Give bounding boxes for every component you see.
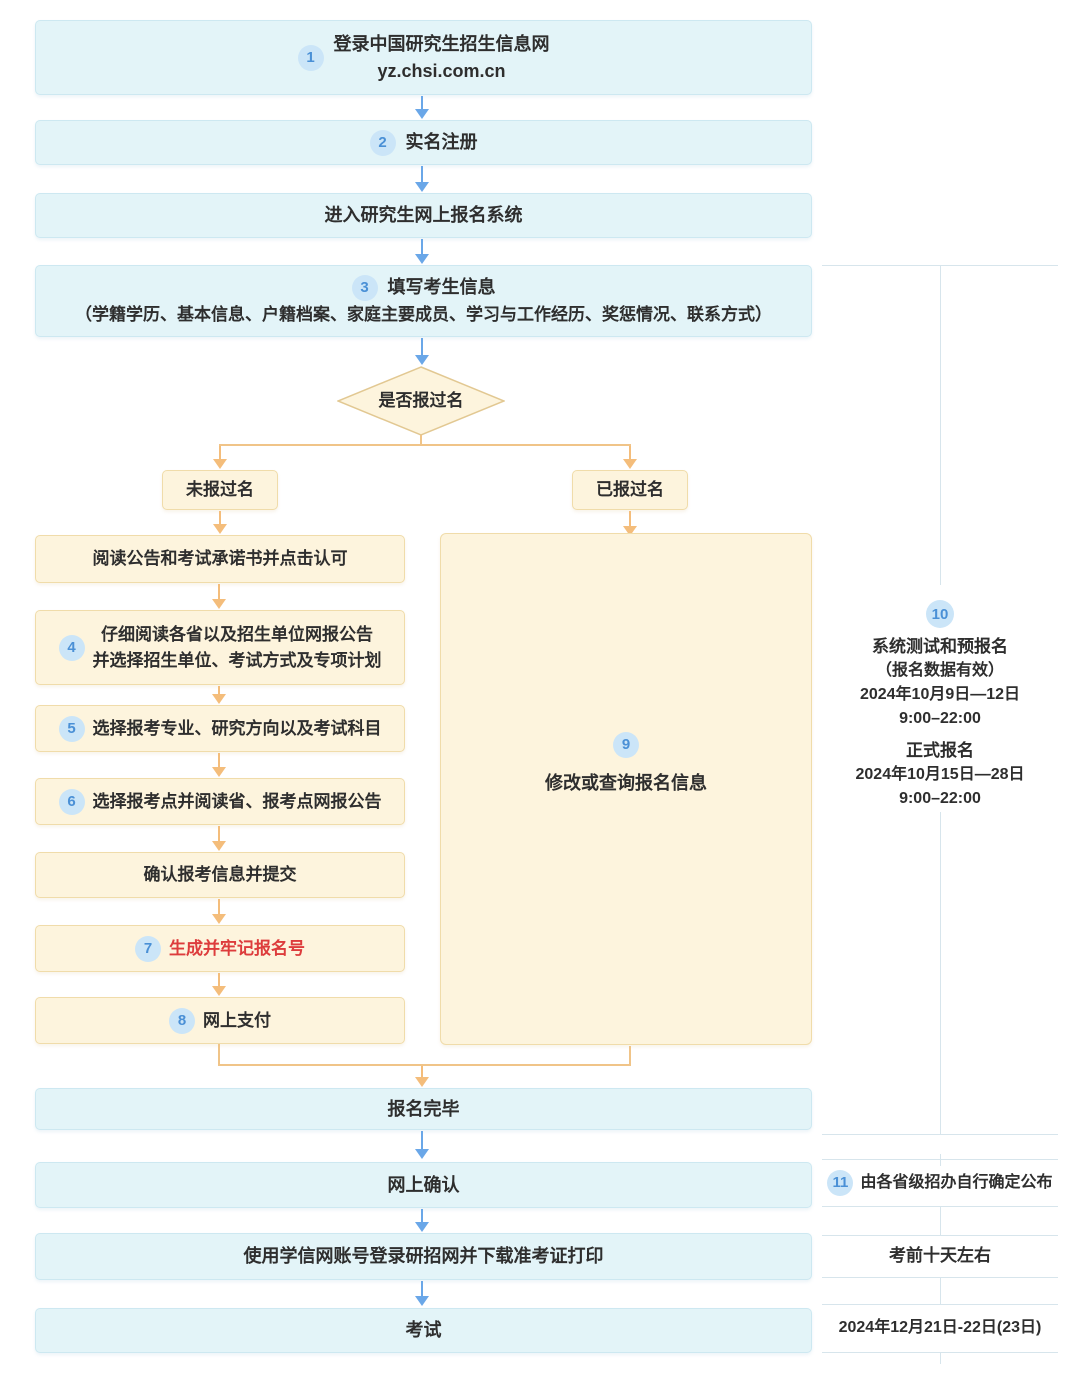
arrow-down-icon <box>211 826 227 851</box>
connector-line <box>218 1064 631 1066</box>
divider-line <box>940 1206 941 1235</box>
finish-box: 报名完毕 <box>35 1088 812 1130</box>
divider-line <box>940 1154 941 1166</box>
formal-registration-time: 9:00–22:00 <box>899 790 981 807</box>
arrow-down-icon <box>212 446 228 469</box>
decision-diamond: 是否报过名 <box>337 366 505 436</box>
arrow-down-icon <box>211 753 227 777</box>
confirm-time-note: 11 由各省级招办自行确定公布 <box>822 1159 1058 1206</box>
step-read-notice-box: 阅读公告和考试承诺书并点击认可 <box>35 535 405 583</box>
arrow-down-icon <box>414 1209 430 1232</box>
step5-badge: 5 <box>58 715 85 742</box>
step3-detail: （学籍学历、基本信息、户籍档案、家庭主要成员、学习与工作经历、奖惩情况、联系方式… <box>75 305 772 325</box>
pre-registration-title: 系统测试和预报名 <box>872 637 1008 656</box>
step7-badge: 7 <box>135 935 161 962</box>
step6-badge: 6 <box>58 788 85 815</box>
arrow-down-icon <box>211 686 227 704</box>
arrow-down-icon <box>414 1281 430 1306</box>
pre-registration-note: （报名数据有效） <box>875 662 1004 679</box>
divider-line <box>822 265 1058 266</box>
formal-registration-title: 正式报名 <box>906 741 974 760</box>
print-ticket-box: 使用学信网账号登录研招网并下载准考证打印 <box>35 1233 812 1280</box>
note10-badge: 10 <box>926 600 954 628</box>
step1-title: 登录中国研究生招生信息网 <box>333 33 550 54</box>
arrow-down-icon <box>414 338 430 365</box>
step8-pay-box: 8 网上支付 <box>35 997 405 1044</box>
step6-label: 选择报考点并阅读省、报考点网报公告 <box>92 791 382 811</box>
print-ticket-label: 使用学信网账号登录研招网并下载准考证打印 <box>243 1246 604 1266</box>
divider-line <box>940 1352 941 1364</box>
step8-badge: 8 <box>169 1007 195 1034</box>
divider-line <box>822 1134 1058 1135</box>
step6-choose-site-box: 6 选择报考点并阅读省、报考点网报公告 <box>35 778 405 825</box>
connector-line <box>420 435 422 445</box>
connector-line <box>629 1046 631 1065</box>
enter-system-label: 进入研究生网上报名系统 <box>324 205 523 225</box>
branch-no-label: 未报过名 <box>186 480 254 500</box>
step5-label: 选择报考专业、研究方向以及考试科目 <box>92 718 382 738</box>
step9-label: 修改或查询报名信息 <box>545 772 707 793</box>
exam-date-label: 2024年12月21日-22日(23日) <box>838 1319 1042 1336</box>
step-confirm-submit-box: 确认报考信息并提交 <box>35 852 405 898</box>
step1-url: yz.chsi.com.cn <box>377 60 506 81</box>
step1-login-box: 1 登录中国研究生招生信息网 yz.chsi.com.cn <box>35 20 812 95</box>
step9-badge: 9 <box>613 731 639 758</box>
divider-line <box>940 812 941 1134</box>
arrow-down-icon <box>211 973 227 996</box>
arrow-down-icon <box>414 239 430 264</box>
step7-reg-number-box: 7 生成并牢记报名号 <box>35 925 405 972</box>
decision-label: 是否报过名 <box>378 391 464 411</box>
step2-register-box: 2 实名注册 <box>35 120 812 165</box>
step2-label: 实名注册 <box>405 132 478 152</box>
step-confirm-submit-label: 确认报考信息并提交 <box>143 865 297 885</box>
arrow-down-icon <box>212 511 228 534</box>
pre-registration-time: 9:00–22:00 <box>899 710 981 727</box>
divider-line <box>822 1235 1058 1236</box>
step5-choose-major-box: 5 选择报考专业、研究方向以及考试科目 <box>35 705 405 752</box>
connector-line <box>218 1044 220 1065</box>
online-confirm-box: 网上确认 <box>35 1162 812 1208</box>
step8-label: 网上支付 <box>203 1010 271 1030</box>
exam-box: 考试 <box>35 1308 812 1353</box>
branch-yes-label: 已报过名 <box>596 480 664 500</box>
branch-no-box: 未报过名 <box>162 470 278 510</box>
arrow-down-icon <box>414 166 430 192</box>
exam-date-note: 2024年12月21日-22日(23日) <box>822 1304 1058 1352</box>
online-confirm-label: 网上确认 <box>387 1174 460 1195</box>
arrow-down-icon <box>211 899 227 924</box>
arrow-down-icon <box>622 511 638 536</box>
arrow-down-icon <box>414 1131 430 1159</box>
step9-modify-box: 9 修改或查询报名信息 <box>440 533 812 1045</box>
step3-info-box: 3 填写考生信息 （学籍学历、基本信息、户籍档案、家庭主要成员、学习与工作经历、… <box>35 265 812 337</box>
ticket-time-label: 考前十天左右 <box>889 1246 991 1266</box>
ticket-time-note: 考前十天左右 <box>822 1235 1058 1277</box>
arrow-down-icon <box>622 446 638 469</box>
step-read-notice-label: 阅读公告和考试承诺书并点击认可 <box>92 549 348 569</box>
arrow-down-icon <box>211 584 227 609</box>
step1-badge: 1 <box>297 44 324 71</box>
divider-line <box>822 1304 1058 1305</box>
connector-line <box>219 444 631 446</box>
exam-label: 考试 <box>405 1320 442 1340</box>
step4-badge: 4 <box>58 634 85 661</box>
registration-period-note: 10 系统测试和预报名 （报名数据有效） 2024年10月9日—12日 9:00… <box>822 600 1058 811</box>
arrow-down-icon <box>414 96 430 119</box>
step3-title: 填写考生信息 <box>387 277 496 298</box>
step4-line2: 并选择招生单位、考试方式及专项计划 <box>92 650 382 670</box>
step4-line1: 仔细阅读各省以及招生单位网报公告 <box>101 625 373 644</box>
divider-line <box>940 266 941 585</box>
confirm-time-label: 由各省级招办自行确定公布 <box>860 1173 1053 1191</box>
arrow-down-icon <box>414 1066 430 1087</box>
enter-system-box: 进入研究生网上报名系统 <box>35 193 812 238</box>
step7-label: 生成并牢记报名号 <box>169 938 305 958</box>
pre-registration-date: 2024年10月9日—12日 <box>859 686 1021 703</box>
step2-badge: 2 <box>369 129 396 156</box>
step3-badge: 3 <box>351 274 378 301</box>
divider-line <box>940 1277 941 1304</box>
formal-registration-date: 2024年10月15日—28日 <box>855 766 1025 783</box>
finish-label: 报名完毕 <box>387 1098 460 1119</box>
note11-badge: 11 <box>827 1169 854 1196</box>
step4-choose-unit-box: 4 仔细阅读各省以及招生单位网报公告 并选择招生单位、考试方式及专项计划 <box>35 610 405 685</box>
branch-yes-box: 已报过名 <box>572 470 688 510</box>
